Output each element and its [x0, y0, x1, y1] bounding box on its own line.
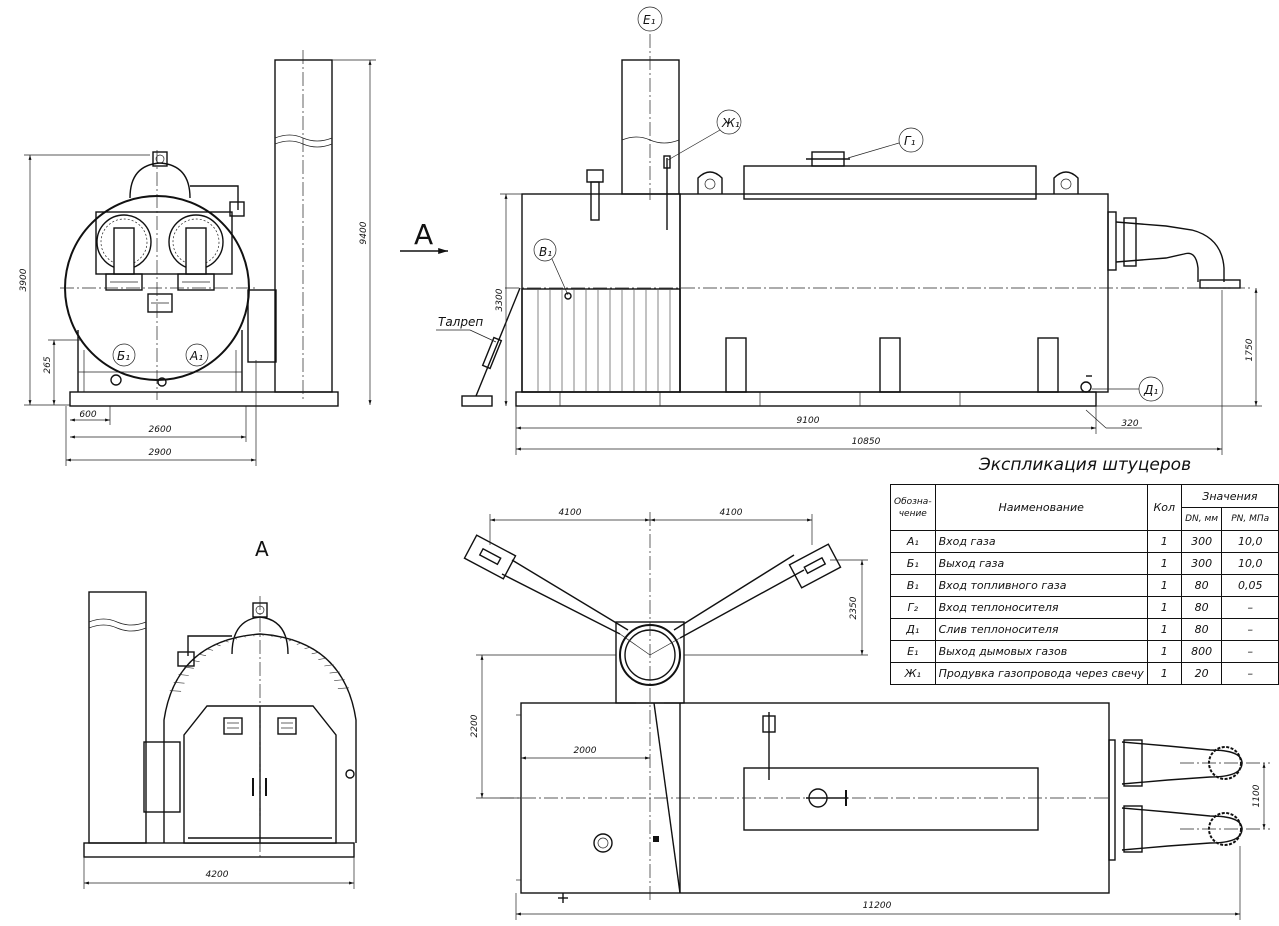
table-cell-qty: 1 [1146, 574, 1182, 597]
table-cell-code: Ж₁ [890, 662, 936, 685]
dim-top-1100: 1100 [1252, 784, 1262, 807]
table-cell-dn: 80 [1180, 574, 1223, 597]
nozzle-label-d1: Д₁ [1143, 383, 1158, 397]
table-cell-dn: 300 [1180, 530, 1223, 553]
nozzle-table-title: Экспликация штуцеров [978, 455, 1192, 475]
table-cell-dn: 80 [1180, 618, 1223, 641]
view-a-dimensions [83, 857, 355, 889]
dim-top-11200: 11200 [863, 901, 892, 911]
dim-front-9400: 9400 [359, 221, 369, 244]
table-cell-pn: – [1221, 662, 1279, 685]
table-cell-code: В₁ [890, 574, 936, 597]
dim-front-2600: 2600 [149, 425, 172, 435]
table-cell-name: Вход теплоносителя [934, 596, 1148, 619]
table-cell-pn: 10,0 [1221, 530, 1279, 553]
dim-side-9100: 9100 [797, 416, 820, 426]
nozzle-table: Обозна-чение Наименование Кол Значения D… [890, 484, 1279, 685]
view-a-title: A [255, 537, 269, 561]
header-values: Значения [1180, 484, 1279, 508]
nozzle-label-e1: Е₁ [643, 13, 656, 27]
table-cell-name: Выход газа [934, 552, 1148, 575]
front-dimensions [24, 59, 376, 466]
table-cell-name: Вход топливного газа [934, 574, 1148, 597]
dim-side-3300: 3300 [495, 288, 505, 311]
table-cell-pn: – [1221, 618, 1279, 641]
table-cell-dn: 80 [1180, 596, 1223, 619]
header-pn: PN, МПа [1221, 507, 1279, 531]
top-view-dimensions [476, 514, 1266, 920]
turnbuckle-label: Талреп [438, 315, 483, 329]
front-view [60, 50, 339, 407]
table-cell-name: Вход газа [934, 530, 1148, 553]
nozzle-label-b1: Б₁ [117, 349, 130, 363]
dim-side-1750: 1750 [1245, 338, 1255, 361]
dim-front-2900: 2900 [149, 448, 172, 458]
view-a [83, 591, 357, 860]
table-cell-qty: 1 [1146, 530, 1182, 553]
dim-view-a-4200: 4200 [206, 870, 229, 880]
table-cell-dn: 300 [1180, 552, 1223, 575]
nozzle-label-v1: В₁ [539, 245, 552, 259]
table-cell-name: Продувка газопровода через свечу [934, 662, 1148, 685]
table-cell-qty: 1 [1146, 662, 1182, 685]
header-designation: Обозна-чение [890, 484, 936, 531]
dim-top-2200: 2200 [470, 714, 480, 737]
table-cell-code: Д₁ [890, 618, 936, 641]
table-cell-pn: 0,05 [1221, 574, 1279, 597]
dim-front-265: 265 [43, 356, 53, 373]
side-view [400, 6, 1250, 407]
table-cell-pn: – [1221, 640, 1279, 663]
nozzle-label-a1: А₁ [189, 349, 203, 363]
table-header-row: Обозна-чение Наименование Кол Значения [890, 484, 1279, 531]
header-qty: Кол [1146, 484, 1182, 531]
table-cell-pn: 10,0 [1221, 552, 1279, 575]
table-cell-qty: 1 [1146, 552, 1182, 575]
table-cell-qty: 1 [1146, 640, 1182, 663]
dim-front-3900: 3900 [19, 268, 29, 291]
table-cell-qty: 1 [1146, 618, 1182, 641]
table-cell-qty: 1 [1146, 596, 1182, 619]
nozzle-label-zh1: Ж₁ [721, 116, 740, 130]
header-name: Наименование [934, 484, 1148, 531]
table-cell-code: А₁ [890, 530, 936, 553]
dim-front-600: 600 [79, 410, 96, 420]
nozzle-label-g1: Г₁ [904, 134, 916, 148]
side-dimensions [500, 193, 1262, 455]
table-cell-name: Выход дымовых газов [934, 640, 1148, 663]
table-cell-code: Е₁ [890, 640, 936, 663]
dim-top-4100-left: 4100 [559, 508, 582, 518]
table-cell-dn: 20 [1180, 662, 1223, 685]
table-cell-name: Слив теплоносителя [934, 618, 1148, 641]
table-cell-pn: – [1221, 596, 1279, 619]
table-subheader-row: DN, мм PN, МПа [891, 507, 1279, 531]
header-dn: DN, мм [1180, 507, 1223, 531]
dim-top-4100-right: 4100 [720, 508, 743, 518]
dim-top-2000: 2000 [574, 746, 597, 756]
dim-side-320: 320 [1121, 419, 1138, 429]
table-cell-code: Б₁ [890, 552, 936, 575]
dim-top-2350: 2350 [849, 596, 859, 619]
dim-side-10850: 10850 [852, 437, 881, 447]
table-cell-dn: 800 [1180, 640, 1223, 663]
table-cell-code: Г₂ [890, 596, 936, 619]
view-a-arrow-label: A [414, 218, 433, 251]
